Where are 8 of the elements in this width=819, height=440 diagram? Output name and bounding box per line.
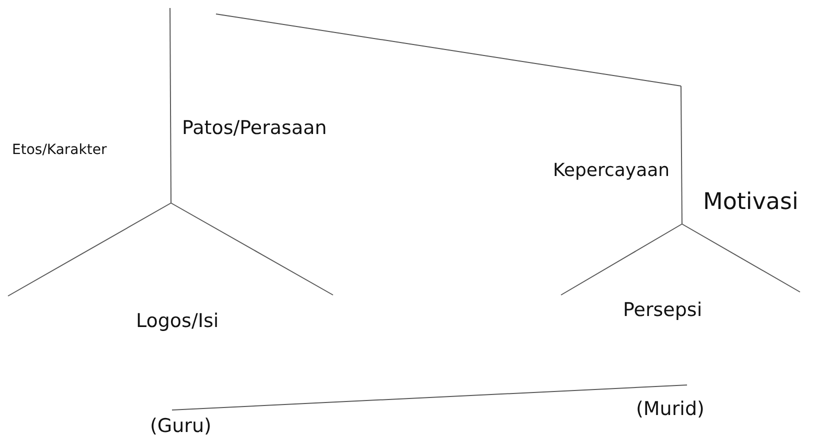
text-label: Persepsi	[623, 299, 702, 322]
text-label: Logos/Isi	[136, 310, 219, 333]
text-label: Motivasi	[703, 189, 798, 217]
text-label: (Murid)	[636, 398, 704, 421]
text-label: Etos/Karakter	[12, 142, 107, 159]
text-label: Patos/Perasaan	[182, 117, 327, 140]
text-label: (Guru)	[150, 415, 212, 438]
text-label: Kepercayaan	[553, 160, 670, 182]
